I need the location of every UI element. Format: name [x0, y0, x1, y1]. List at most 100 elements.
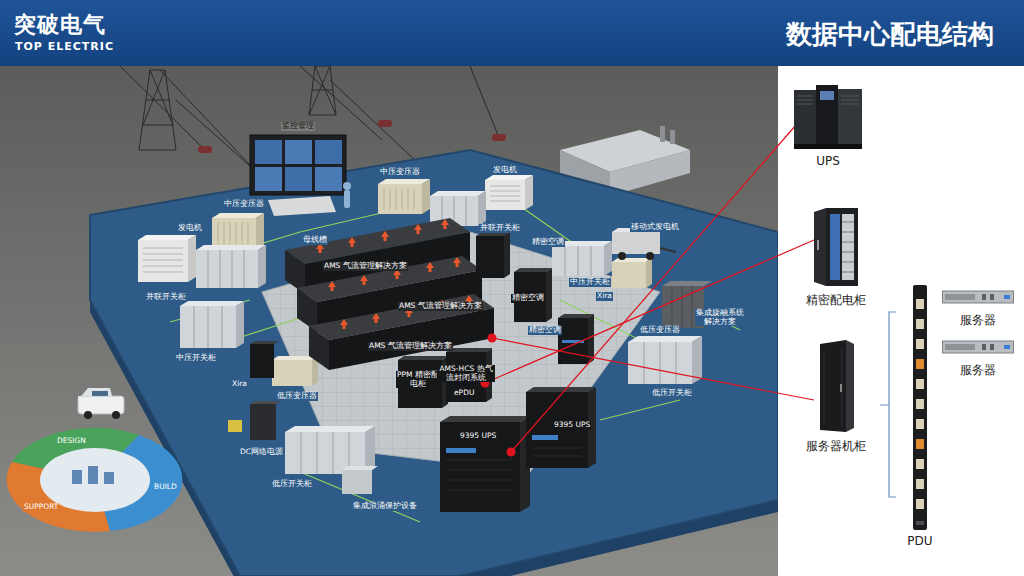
part-polygon — [138, 235, 196, 240]
part-path — [309, 66, 336, 115]
part-rect — [255, 167, 282, 191]
part-polygon — [604, 241, 612, 276]
part-circle — [646, 252, 654, 260]
part-rect — [838, 89, 862, 149]
part-label: 9395 UPS — [553, 421, 591, 430]
part-rect — [670, 130, 675, 144]
part-rect — [612, 262, 646, 288]
part-rect — [250, 344, 274, 378]
part-polygon — [256, 213, 264, 250]
equipment-node: PDU — [897, 285, 943, 548]
part-rect — [628, 342, 692, 384]
part-polygon — [342, 466, 378, 470]
equipment-node: UPS — [780, 82, 876, 168]
ring-label: DESIGN — [56, 437, 87, 446]
part-g — [440, 416, 530, 512]
equipment-node: 精密配电柜 — [796, 206, 876, 309]
part-rect — [315, 140, 342, 164]
part-use — [328, 281, 336, 291]
part-polygon — [422, 179, 430, 214]
page-title: 数据中心配电结构 — [786, 17, 994, 52]
part-label: 监控管理 — [281, 122, 315, 131]
part-g — [272, 356, 318, 386]
part-rect — [342, 470, 372, 494]
part-label: 精密空调 — [528, 326, 562, 335]
part-rect — [990, 294, 994, 300]
part-rect — [92, 391, 108, 396]
part-rect — [990, 344, 994, 350]
part-rect — [916, 439, 924, 449]
part-circle — [112, 411, 120, 419]
part-polygon — [212, 213, 264, 218]
part-g — [612, 258, 652, 288]
part-svg — [793, 82, 863, 150]
part-rect — [88, 466, 98, 484]
part-polygon — [525, 175, 533, 210]
part-label: 9395 UPS — [459, 432, 497, 441]
part-label: 精密空调 — [531, 238, 565, 247]
equipment-node: 服务器 — [938, 290, 1018, 329]
part-polygon — [446, 348, 492, 352]
part-use — [372, 313, 380, 323]
part-polygon — [662, 281, 712, 286]
part-rect — [344, 190, 350, 208]
equipment-icon — [942, 290, 1014, 304]
part-use — [360, 275, 368, 285]
part-polygon — [309, 66, 336, 115]
part-rect — [558, 318, 588, 364]
part-label: AMS 气流管理解决方案 — [398, 302, 483, 311]
part-rect — [196, 250, 258, 288]
part-g — [180, 301, 244, 348]
part-polygon — [820, 340, 846, 432]
equipment-node: 服务器机柜 — [800, 338, 872, 455]
part-rect — [816, 85, 838, 149]
part-circle — [618, 252, 626, 260]
equipment-icon — [942, 340, 1014, 354]
part-g — [228, 341, 281, 440]
part-polygon — [285, 426, 375, 432]
part-rect — [913, 285, 927, 530]
part-rect — [285, 140, 312, 164]
equipment-icon — [911, 285, 929, 530]
part-rect — [916, 459, 924, 469]
part-label: Xira — [231, 380, 248, 389]
part-rect — [138, 240, 188, 282]
part-label: 并联开关柜 — [479, 224, 521, 233]
part-circle — [488, 334, 497, 343]
part-use — [348, 237, 356, 247]
data-center-illustration — [0, 66, 778, 576]
part-path — [194, 306, 222, 348]
part-label: 低压开关柜 — [271, 480, 313, 489]
part-polygon — [90, 150, 778, 576]
part-path — [208, 250, 244, 288]
part-polygon — [846, 340, 854, 432]
part-rect — [198, 146, 212, 153]
part-label: Xira — [596, 292, 613, 301]
part-polygon — [398, 356, 448, 360]
part-polygon — [236, 301, 244, 348]
part-svg — [812, 206, 860, 288]
part-label: 发电机 — [177, 224, 203, 233]
part-polygon — [814, 208, 826, 286]
part-polygon — [440, 416, 530, 422]
ring-label: BUILD — [153, 483, 178, 492]
node-caption: 精密配电柜 — [806, 292, 866, 309]
part-path — [490, 186, 520, 201]
part-label: 低压开关柜 — [651, 389, 693, 398]
equipment-icon — [793, 82, 863, 150]
part-path — [218, 222, 248, 246]
part-rect — [0, 66, 778, 576]
part-path — [672, 286, 692, 328]
part-path — [797, 96, 859, 104]
part-polygon — [196, 245, 266, 250]
part-rect — [476, 236, 504, 278]
part-path — [446, 460, 512, 490]
part-label: AMS-HCS 热气流封闭系统 — [437, 365, 495, 382]
part-circle — [507, 448, 516, 457]
part-polygon — [430, 191, 486, 196]
part-polygon — [258, 245, 266, 288]
part-path — [565, 246, 591, 276]
part-path — [660, 248, 676, 252]
part-path — [600, 400, 680, 420]
part-use — [381, 231, 389, 241]
